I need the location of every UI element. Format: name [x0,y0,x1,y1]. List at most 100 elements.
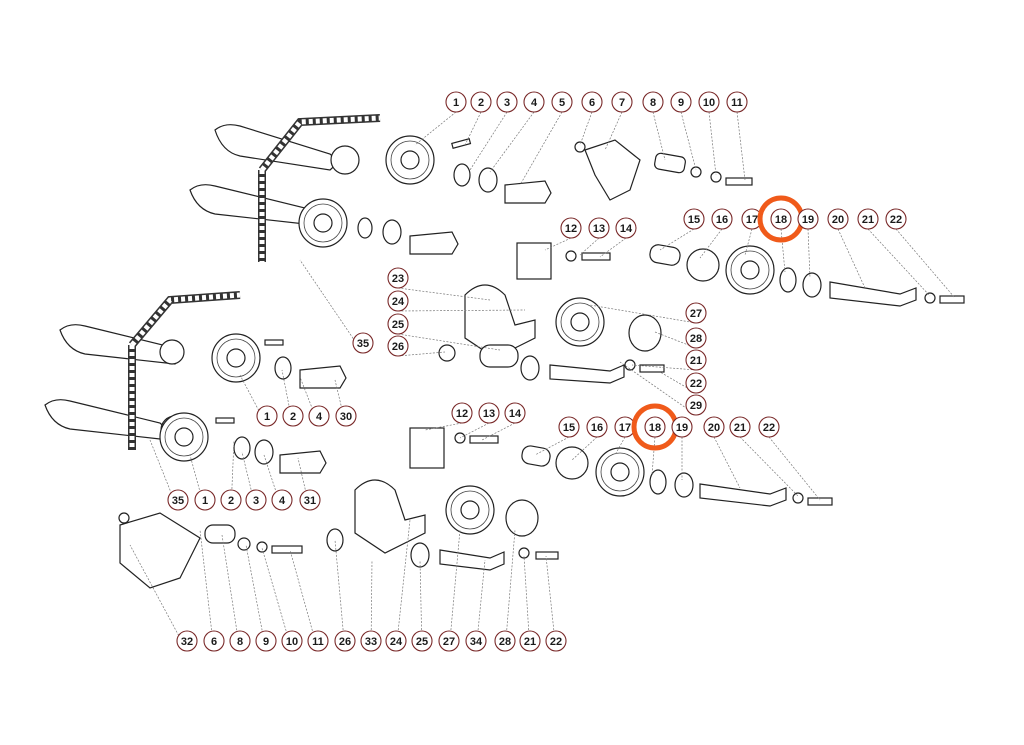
callout-leader-line [579,111,593,146]
callout-circle [729,416,751,438]
callout-28: 28 [685,327,707,349]
callout-circle [229,630,251,652]
callout-circle [685,302,707,324]
callout-20: 20 [703,416,725,438]
callout-circle [685,327,707,349]
lower-lever-group [118,479,559,589]
callout-circle [282,405,304,427]
callout-number: 6 [589,97,595,109]
callout-number: 26 [339,636,351,648]
callout-circle [387,335,409,357]
callout-18: 18 [757,195,805,243]
callout-number: 15 [688,214,700,226]
callout-leader-line [837,228,866,289]
callout-circle [611,91,633,113]
callout-circle [581,91,603,113]
callout-number: 17 [746,214,758,226]
callout-leader-line [263,454,283,511]
callout-number: 32 [181,636,193,648]
callout-22: 22 [885,208,907,230]
callout-number: 17 [619,422,631,434]
callout-21: 21 [857,208,879,230]
callout-circle [245,489,267,511]
callout-27: 27 [685,302,707,324]
callout-circle [857,208,879,230]
callout-12: 12 [560,217,582,239]
callout-11: 11 [726,91,748,113]
callout-circle [671,416,693,438]
callout-leader-line [199,529,215,652]
callout-circle [519,630,541,652]
callout-circle [711,208,733,230]
callout-leader-line [659,228,695,251]
callout-number: 10 [703,97,715,109]
callout-circle [220,489,242,511]
callout-circle [438,630,460,652]
callout-34: 34 [465,630,487,652]
callout-leader-line [469,111,508,171]
callout-25: 25 [387,313,409,335]
callout-number: 3 [253,495,259,507]
callout-15: 15 [683,208,705,230]
callout-leader-line [680,111,697,171]
callout-number: 1 [264,411,270,423]
callout-circle [770,208,792,230]
callout-circle [545,630,567,652]
callout-leader-line [395,519,411,652]
lower-tensioner-group [409,427,833,507]
callout-circle [797,208,819,230]
callout-leader-line [699,228,723,259]
callout-circle [307,630,329,652]
callout-22: 22 [545,630,567,652]
callout-number: 21 [734,422,746,434]
callout-9: 9 [670,91,692,113]
callout-26: 26 [334,630,356,652]
callout-leader-line [519,111,563,186]
callout-circle [194,489,216,511]
callout-17: 17 [741,208,763,230]
callout-leader-line [414,111,457,146]
callout-number: 21 [690,355,702,367]
callout-circle [465,630,487,652]
callout-number: 9 [263,636,269,648]
callout-number: 6 [211,636,217,648]
callout-circle [726,91,748,113]
callout-circle [703,416,725,438]
callout-circle [256,405,278,427]
callout-number: 21 [862,214,874,226]
callout-circle [885,208,907,230]
callout-circle [642,91,664,113]
callout-circle [478,402,500,424]
callout-number: 29 [690,400,702,412]
callout-circle [387,267,409,289]
callout-29: 29 [685,394,707,416]
callout-28: 28 [494,630,516,652]
callout-number: 16 [591,422,603,434]
callout-circle [523,91,545,113]
callout-number: 4 [279,495,286,507]
callout-number: 18 [775,214,787,226]
callout-1: 1 [194,489,216,511]
callout-number: 20 [832,214,844,226]
callout-number: 22 [550,636,562,648]
callout-2: 2 [470,91,492,113]
callout-circle [586,416,608,438]
callout-number: 18 [649,422,661,434]
callout-14: 14 [615,217,637,239]
callout-33: 33 [360,630,382,652]
callout-circle [445,91,467,113]
callout-circle [387,290,409,312]
callout-23: 23 [387,267,409,289]
callout-leader-line [708,111,717,176]
callout-35: 35 [167,489,189,511]
callout-9: 9 [255,630,277,652]
callout-circle [385,630,407,652]
callout-number: 20 [708,422,720,434]
upper-tensioner-group [649,244,965,307]
callout-number: 27 [690,308,702,320]
callout-24: 24 [385,630,407,652]
callout-6: 6 [581,91,603,113]
callout-circle [560,217,582,239]
callout-circle [352,332,374,354]
callout-number: 7 [619,97,625,109]
